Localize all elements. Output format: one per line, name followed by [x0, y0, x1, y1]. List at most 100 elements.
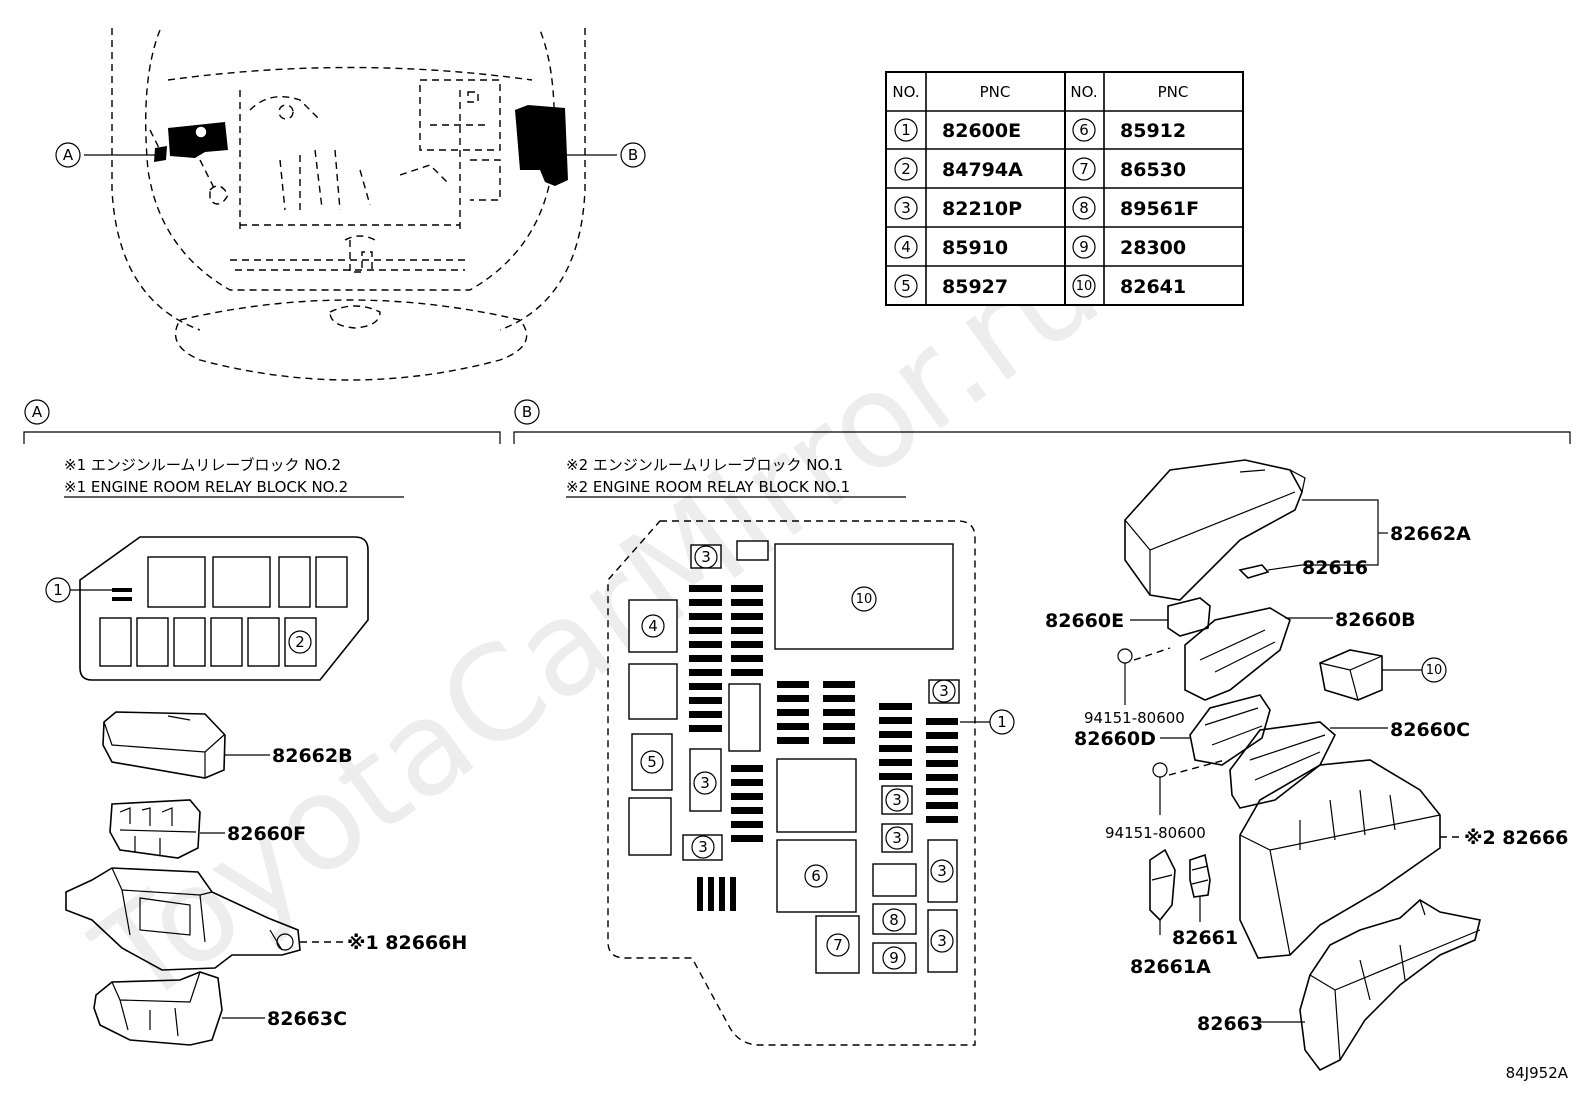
marker-1: 1: [997, 713, 1007, 731]
callout-b: B: [620, 142, 646, 168]
table-header-no-1: NO.: [892, 83, 919, 101]
part-label-82666: ※2 82666: [1464, 827, 1568, 849]
table-row: 4 85910 9 28300: [894, 235, 1186, 259]
marker-3: 3: [939, 682, 949, 700]
marker-3: 3: [701, 548, 711, 566]
part-82660B: 82660B: [1184, 607, 1416, 701]
part-82641: 10: [1319, 649, 1447, 701]
marker-7: 7: [833, 936, 843, 954]
marker-3: 3: [698, 838, 708, 856]
callout-a-label: A: [63, 146, 74, 164]
row-pnc: 85927: [942, 276, 1008, 298]
part-82660F: 82660F: [109, 799, 306, 859]
relay-block-no2-location: [168, 122, 228, 158]
section-b-title-en: ※2 ENGINE ROOM RELAY BLOCK NO.1: [566, 478, 850, 496]
marker-5: 5: [647, 753, 657, 771]
part-82661: 82661: [1172, 853, 1238, 949]
part-82663: 82663: [1197, 899, 1481, 1072]
table-row: 3 82210P 8 89561F: [894, 196, 1199, 220]
row-pnc: 28300: [1120, 237, 1186, 259]
vehicle-top-view: [84, 28, 617, 381]
part-label-82663: 82663: [1197, 1013, 1263, 1035]
marker-3: 3: [700, 774, 710, 792]
marker-9: 9: [889, 949, 899, 967]
row-pnc: 85910: [942, 237, 1008, 259]
section-a-title-jp: ※1 エンジンルームリレーブロック NO.2: [64, 456, 341, 474]
part-82660E: 82660E: [1045, 597, 1211, 637]
row-number: 9: [1079, 238, 1089, 256]
row-number: 8: [1079, 199, 1089, 217]
part-label-82660B: 82660B: [1335, 609, 1416, 631]
part-94151-80600-upper: 94151-80600: [1084, 647, 1185, 727]
row-pnc: 86530: [1120, 159, 1186, 181]
row-pnc: 84794A: [942, 159, 1023, 181]
row-pnc: 82210P: [942, 198, 1022, 220]
pnc-table: NO. PNC NO. PNC 1 82600E 6 85912 2 84794…: [885, 71, 1244, 306]
section-b: B ※2 エンジンルームリレーブロック NO.1 ※2 ENGINE ROOM …: [513, 399, 1571, 1072]
table-header-pnc-1: PNC: [980, 83, 1011, 101]
table-row: 2 84794A 7 86530: [894, 157, 1186, 181]
row-pnc: 85912: [1120, 120, 1186, 142]
part-label-82661: 82661: [1172, 927, 1238, 949]
row-number: 2: [901, 160, 911, 178]
block-marker-1: 1: [53, 581, 63, 599]
row-pnc: 89561F: [1120, 198, 1199, 220]
part-label-82662A: 82662A: [1390, 523, 1471, 545]
part-94151-80600-lower: 94151-80600: [1105, 759, 1226, 842]
part-label-82660E: 82660E: [1045, 610, 1124, 632]
row-number: 5: [901, 277, 911, 295]
part-82666: ※2 82666: [1239, 759, 1568, 959]
part-82662B: 82662B: [102, 711, 353, 779]
table-header-pnc-2: PNC: [1158, 83, 1189, 101]
part-marker-10: 10: [1426, 663, 1443, 678]
table-row: 5 85927 10 82641: [894, 274, 1186, 298]
part-82616: 82616: [1238, 557, 1368, 579]
part-label-82660D: 82660D: [1074, 728, 1156, 750]
part-82662A: 82662A: [1124, 459, 1471, 601]
marker-3: 3: [937, 862, 947, 880]
marker-4: 4: [648, 617, 658, 635]
row-number: 1: [901, 121, 911, 139]
block-marker-2: 2: [295, 633, 305, 651]
row-number: 10: [1076, 279, 1093, 294]
part-label-82666H: ※1 82666H: [347, 932, 467, 954]
row-number: 4: [901, 238, 911, 256]
table-row: 1 82600E 6 85912: [894, 118, 1186, 142]
part-82660C: 82660C: [1229, 719, 1470, 809]
marker-6: 6: [811, 867, 821, 885]
marker-3: 3: [892, 829, 902, 847]
table-header-no-2: NO.: [1070, 83, 1097, 101]
part-82666H: ※1 82666H: [65, 867, 467, 971]
part-label-82616: 82616: [1302, 557, 1368, 579]
part-label-82661A: 82661A: [1130, 956, 1211, 978]
section-a-title-en: ※1 ENGINE ROOM RELAY BLOCK NO.2: [64, 478, 348, 496]
callout-a: A: [55, 142, 81, 168]
fuse-stack: [689, 585, 958, 911]
part-82660D: 82660D: [1074, 694, 1271, 766]
part-82663C: 82663C: [93, 971, 347, 1046]
marker-10: 10: [856, 592, 873, 607]
marker-3: 3: [937, 932, 947, 950]
marker-3: 3: [892, 791, 902, 809]
relay-block-no1-location: [515, 105, 568, 186]
part-label-82662B: 82662B: [272, 745, 353, 767]
section-b-label: B: [522, 403, 532, 421]
callout-b-label: B: [628, 146, 638, 164]
row-number: 6: [1079, 121, 1089, 139]
section-a-label: A: [32, 403, 43, 421]
part-label-94151-80600-lower: 94151-80600: [1105, 824, 1206, 842]
marker-8: 8: [889, 911, 899, 929]
section-a: A ※1 エンジンルームリレーブロック NO.2 ※1 ENGINE ROOM …: [23, 399, 501, 1046]
row-pnc: 82600E: [942, 120, 1021, 142]
row-number: 3: [901, 199, 911, 217]
part-label-82660C: 82660C: [1390, 719, 1470, 741]
relay-block-no1-schematic: 3 3 4 10 3 1 5 3 3 3 3 6 3 8 7 9 3: [607, 520, 1015, 1046]
part-label-94151-80600-upper: 94151-80600: [1084, 709, 1185, 727]
row-number: 7: [1079, 160, 1089, 178]
part-82661A: 82661A: [1130, 848, 1211, 978]
diagram-code: 84J952A: [1506, 1064, 1569, 1082]
row-pnc: 82641: [1120, 276, 1186, 298]
part-label-82663C: 82663C: [267, 1008, 347, 1030]
